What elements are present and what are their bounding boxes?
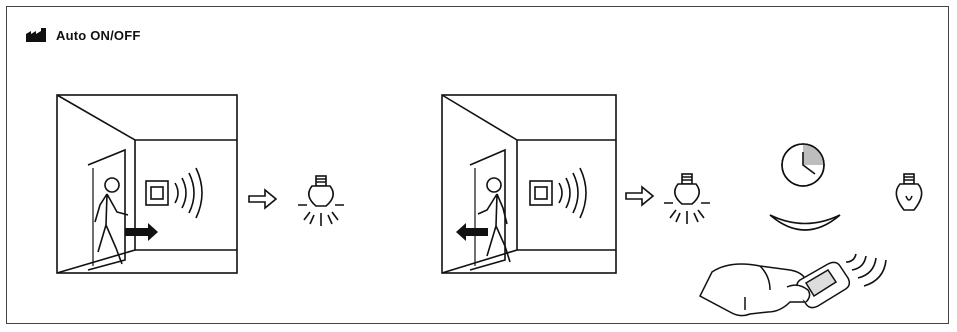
sensor-icon <box>146 168 202 218</box>
person-entering-icon <box>95 178 128 264</box>
timer-clock-icon <box>782 144 824 186</box>
signal-waves-icon <box>846 254 886 286</box>
bulb-on-icon <box>298 176 344 226</box>
right-arrow-icon <box>626 187 653 205</box>
arrow-in-icon <box>125 223 158 241</box>
room-leave <box>442 95 616 273</box>
hand-with-phone-icon <box>700 262 849 315</box>
right-arrow-icon <box>249 190 276 208</box>
timer-arc-icon <box>770 215 840 230</box>
arrow-out-icon <box>456 223 488 241</box>
bulb-on-icon <box>664 174 710 224</box>
bulb-off-icon <box>896 174 921 210</box>
sensor-icon <box>530 168 586 218</box>
